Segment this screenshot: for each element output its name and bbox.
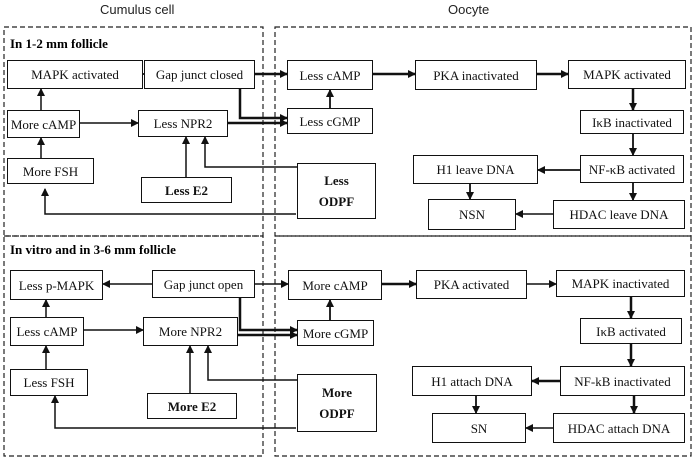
box-more-camp: More cAMP [7, 110, 80, 138]
box-more-e2: More E2 [147, 393, 237, 419]
oocyte-bottom-region [274, 235, 692, 457]
box-h1-leave-dna: H1 leave DNA [413, 155, 538, 184]
box-gap-junct-open: Gap junct open [152, 270, 255, 298]
box-less-odpf: Less ODPF [297, 163, 376, 219]
box-less-camp-cumulus: Less cAMP [10, 317, 84, 346]
cumulus-top-region [3, 26, 264, 237]
box-mapk-activated-oocyte: MAPK activated [568, 60, 686, 89]
box-more-cgmp: More cGMP [297, 320, 374, 346]
box-less-p-mapk: Less p-MAPK [10, 270, 103, 300]
arrow-gap-open-to-more-cgmp [238, 296, 298, 334]
box-gap-junct-closed: Gap junct closed [144, 60, 255, 89]
arrow-odpf-to-less-fsh [51, 395, 296, 429]
box-less-cgmp: Less cGMP [287, 108, 373, 134]
box-nfkb-inactivated: NF-kB inactivated [560, 366, 685, 396]
box-more-camp-oocyte: More cAMP [288, 270, 382, 300]
section-label-bottom: In vitro and in 3-6 mm follicle [10, 242, 176, 257]
box-h1-attach-dna: H1 attach DNA [412, 366, 532, 396]
arrow-odpf-to-less-npr2 [201, 136, 297, 168]
odpf-line-2: ODPF [318, 194, 355, 209]
box-sn: SN [432, 413, 526, 443]
odpf-line-1: Less [324, 173, 349, 188]
arrow-odpf-to-more-npr2 [204, 345, 297, 381]
odpf-line-2: ODPF [319, 406, 355, 421]
odpf-line-1: More [321, 385, 353, 400]
box-more-fsh: More FSH [7, 158, 94, 184]
box-mapk-inactivated: MAPK inactivated [556, 270, 685, 297]
box-pka-activated: PKA activated [416, 270, 527, 299]
arrow-odpf-to-fsh [41, 188, 296, 215]
box-mapk-activated-cumulus: MAPK activated [7, 60, 143, 89]
header-oocyte: Oocyte [448, 2, 490, 17]
box-less-npr2: Less NPR2 [138, 110, 228, 137]
box-less-fsh: Less FSH [10, 369, 88, 396]
arrow-gap-closed-to-less-cgmp [238, 84, 288, 122]
box-less-e2: Less E2 [141, 177, 232, 203]
box-ikb-inactivated: IκB inactivated [580, 110, 684, 134]
box-less-camp-oocyte: Less cAMP [287, 60, 373, 90]
box-pka-inactivated: PKA inactivated [415, 60, 537, 90]
box-hdac-attach-dna: HDAC attach DNA [553, 413, 685, 443]
box-ikb-activated: IκB activated [580, 318, 682, 344]
box-more-odpf: More ODPF [297, 374, 377, 432]
box-hdac-leave-dna: HDAC leave DNA [553, 200, 685, 229]
box-nfkb-activated: NF-κB activated [580, 155, 684, 183]
cumulus-bottom-region [3, 235, 264, 457]
box-nsn: NSN [428, 199, 516, 230]
header-cumulus-cell: Cumulus cell [100, 2, 175, 17]
section-label-top: In 1-2 mm follicle [10, 36, 108, 51]
box-more-npr2: More NPR2 [143, 317, 238, 346]
